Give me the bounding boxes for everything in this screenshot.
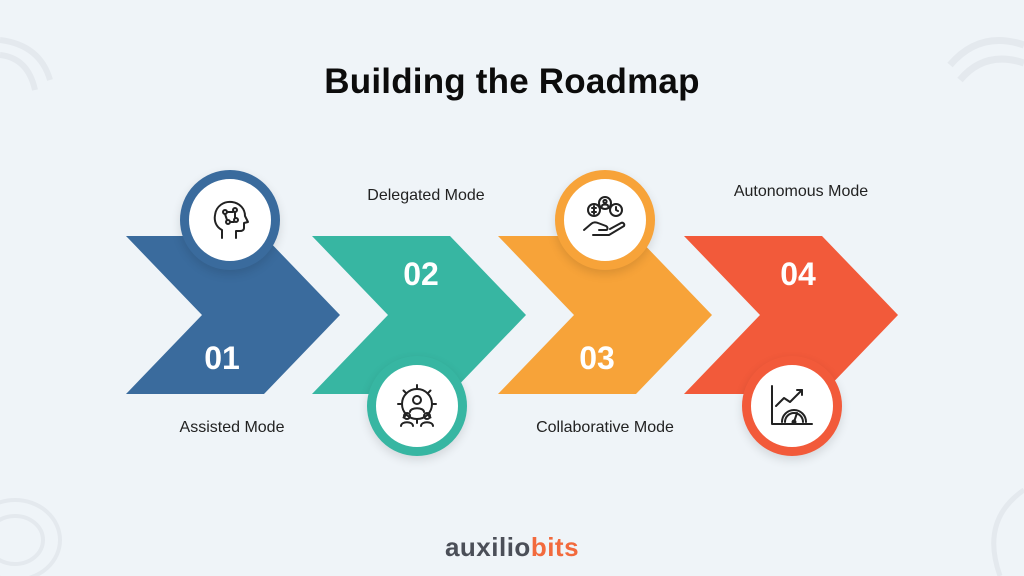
step-label-4: Autonomous Mode: [733, 183, 869, 200]
chevron-step-2: [312, 236, 526, 394]
logo-text-auxilio: auxilio: [444, 532, 531, 562]
step-icon-circle-3: [555, 170, 655, 270]
background-swirl-top-right: [947, 37, 1024, 83]
chevron-step-4: [684, 236, 898, 394]
background-swirl-bottom-right: [991, 487, 1024, 576]
gear-team-icon: [397, 384, 437, 427]
step-label-1: Assisted Mode: [179, 419, 285, 436]
step-number-4: 04: [780, 256, 816, 292]
step-icon-circle-4: [742, 356, 842, 456]
chevron-step-1: [126, 236, 340, 394]
step-icon-circle-2: [367, 356, 467, 456]
step-number-1: 01: [204, 340, 240, 376]
step-label-2: Delegated Mode: [367, 187, 485, 204]
page-title: Building the Roadmap: [324, 62, 700, 101]
hand-money-time-icon: [583, 196, 626, 236]
logo-text-bits: bits: [530, 532, 580, 562]
step-icon-circle-1: [180, 170, 280, 270]
head-circuit-icon: [213, 200, 249, 239]
growth-gauge-icon: [771, 385, 813, 425]
background-swirl-bottom-left: [0, 498, 62, 576]
step-number-2: 02: [403, 256, 439, 292]
chevron-step-3: [498, 236, 712, 394]
step-label-3: Collaborative Mode: [536, 419, 674, 436]
background-swirl-top-left: [0, 37, 53, 91]
brand-logo: auxiliobits: [0, 532, 1024, 563]
step-number-3: 03: [579, 340, 615, 376]
